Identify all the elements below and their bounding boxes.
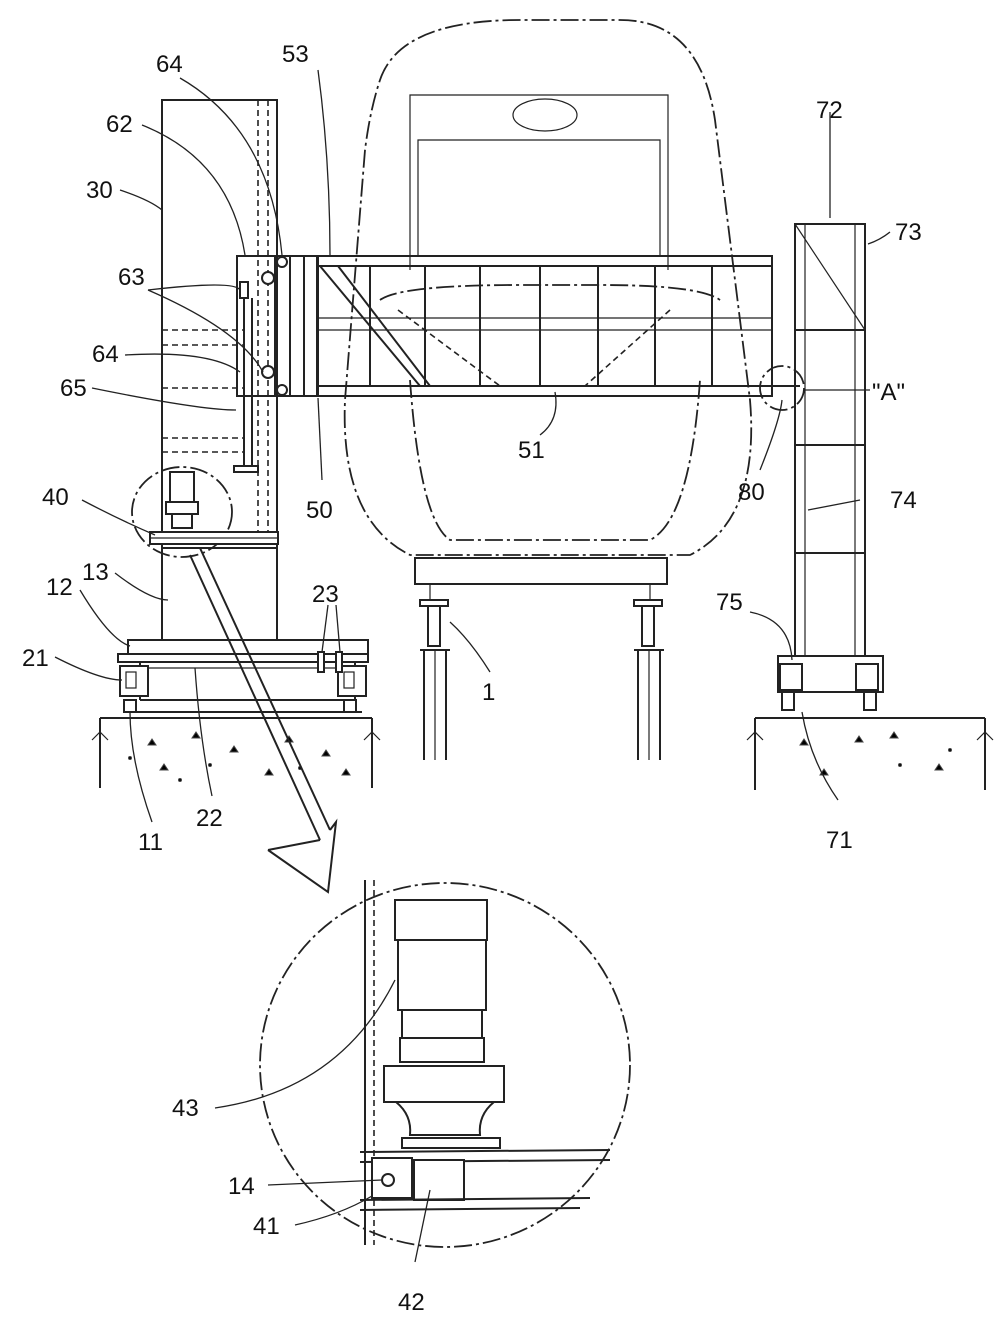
label-A: "A" <box>872 379 905 406</box>
vehicle-outline <box>345 20 752 600</box>
label-64-top: 64 <box>156 51 183 78</box>
label-73: 73 <box>895 219 922 246</box>
label-41: 41 <box>253 1213 280 1240</box>
label-51: 51 <box>518 437 545 464</box>
label-14: 14 <box>228 1173 255 1200</box>
label-65: 65 <box>60 375 87 402</box>
rail-girders <box>420 600 664 760</box>
label-13: 13 <box>82 559 109 586</box>
bridge-truss <box>304 256 800 396</box>
label-50: 50 <box>306 497 333 524</box>
enlarged-detail <box>260 880 630 1247</box>
label-75: 75 <box>716 589 743 616</box>
label-71: 71 <box>826 827 853 854</box>
label-74: 74 <box>890 487 917 514</box>
label-21: 21 <box>22 645 49 672</box>
left-column <box>162 100 277 640</box>
label-72: 72 <box>816 97 843 124</box>
drive-unit-40 <box>132 467 278 557</box>
label-62: 62 <box>106 111 133 138</box>
label-80: 80 <box>738 479 765 506</box>
label-11: 11 <box>138 829 163 856</box>
label-40: 40 <box>42 484 69 511</box>
right-foundation <box>747 718 993 790</box>
right-tower <box>760 224 883 710</box>
label-22: 22 <box>196 805 223 832</box>
label-23: 23 <box>312 581 339 608</box>
left-carriage <box>118 640 368 712</box>
label-30: 30 <box>86 177 113 204</box>
label-1: 1 <box>482 679 495 706</box>
label-53: 53 <box>282 41 309 68</box>
label-64-bottom: 64 <box>92 341 119 368</box>
label-63: 63 <box>118 264 145 291</box>
label-12: 12 <box>46 574 73 601</box>
label-43: 43 <box>172 1095 199 1122</box>
left-foundation <box>92 718 380 788</box>
label-42: 42 <box>398 1289 425 1316</box>
